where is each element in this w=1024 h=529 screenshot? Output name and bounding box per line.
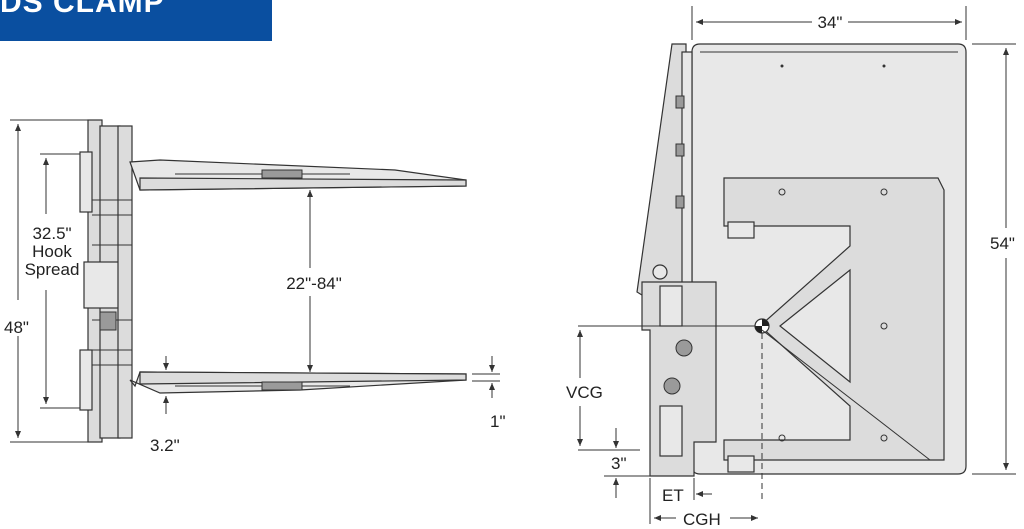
pivot-upper xyxy=(675,339,693,357)
dim-hook-spread-label-1: Hook xyxy=(32,242,72,261)
upper-arm-cylinder xyxy=(261,169,303,179)
lower-arm-pad xyxy=(139,371,467,385)
frame-right-plate xyxy=(117,125,133,439)
back-tilt-plate xyxy=(636,43,687,301)
carriage-hook-upper xyxy=(659,285,683,327)
banner-title: DS CLAMP xyxy=(0,0,165,19)
valve-block xyxy=(99,311,117,331)
dim-overall-height: 48" xyxy=(4,318,29,337)
dim-arm-opening: 22"-84" xyxy=(286,274,342,293)
dim-vcg: VCG xyxy=(566,383,603,402)
dim-pad-width: 34" xyxy=(818,13,843,32)
rail-clip-3 xyxy=(675,195,685,209)
pivot-lower xyxy=(663,377,681,395)
arm-slot-upper xyxy=(727,221,755,239)
lower-arm-cylinder xyxy=(261,381,303,391)
gauge-dial xyxy=(652,264,668,280)
frame-cylinder-block xyxy=(83,261,123,309)
dim-pad-height: 54" xyxy=(990,234,1015,253)
dim-et: ET xyxy=(662,486,684,505)
dim-arm-offset: 3.2" xyxy=(150,436,180,455)
hook-lower xyxy=(79,349,93,411)
arm-triangle-cutout xyxy=(779,268,851,384)
hook-upper xyxy=(79,151,93,213)
side-view-drawing: 34" 54" VCG 3" ET CGH xyxy=(566,6,1016,529)
upper-arm-pad xyxy=(139,177,467,191)
dim-hook-spread-value: 32.5" xyxy=(32,224,71,243)
dim-hook-spread-label-2: Spread xyxy=(25,260,80,279)
rail-clip-1 xyxy=(675,95,685,109)
rail-clip-2 xyxy=(675,143,685,157)
dim-bottom-offset: 3" xyxy=(611,454,627,473)
carriage-hook-lower xyxy=(659,405,683,457)
dim-cgh: CGH xyxy=(683,510,721,529)
dim-arm-thickness: 1" xyxy=(490,412,506,431)
arm-slot-lower xyxy=(727,455,755,473)
title-banner: DS CLAMP xyxy=(0,0,272,41)
top-view-drawing: 48" 32.5" Hook Spread 22"-84" 1" 3.2" xyxy=(4,119,506,455)
